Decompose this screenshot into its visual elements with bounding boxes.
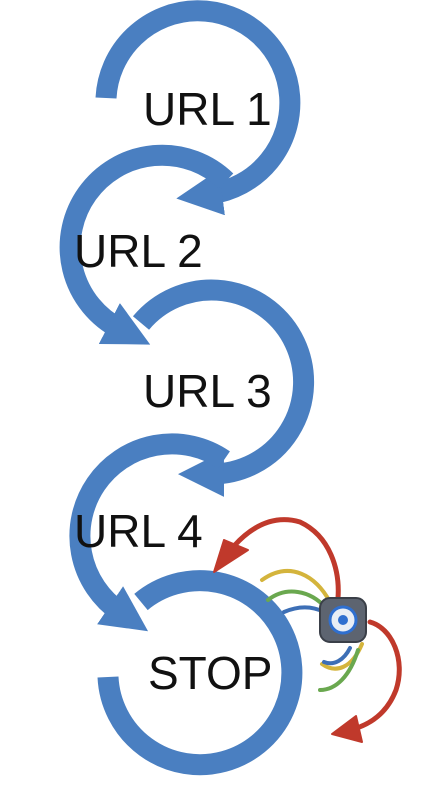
loop-arrow-url3 [132,279,315,497]
robot-eye-core [338,615,348,625]
loop-arrow-url2 [59,144,234,345]
loop-arrow-url1 [95,0,301,216]
robot-claw-red-bottom [331,715,363,743]
robot-arm-red-top [231,517,341,601]
node-label-url-1: URL 1 [143,83,272,135]
node-label-url-3: URL 3 [143,365,272,417]
redirect-robot-icon [213,517,402,743]
node-label-url-4: URL 4 [74,505,203,557]
robot-arm-red-bottom [347,619,402,733]
node-label-stop: STOP [148,647,273,699]
loop-arrow-url4 [69,433,230,632]
node-label-url-2: URL 2 [74,225,203,277]
robot-claw-red-top [213,539,249,573]
loop-stop-circle [97,570,303,776]
